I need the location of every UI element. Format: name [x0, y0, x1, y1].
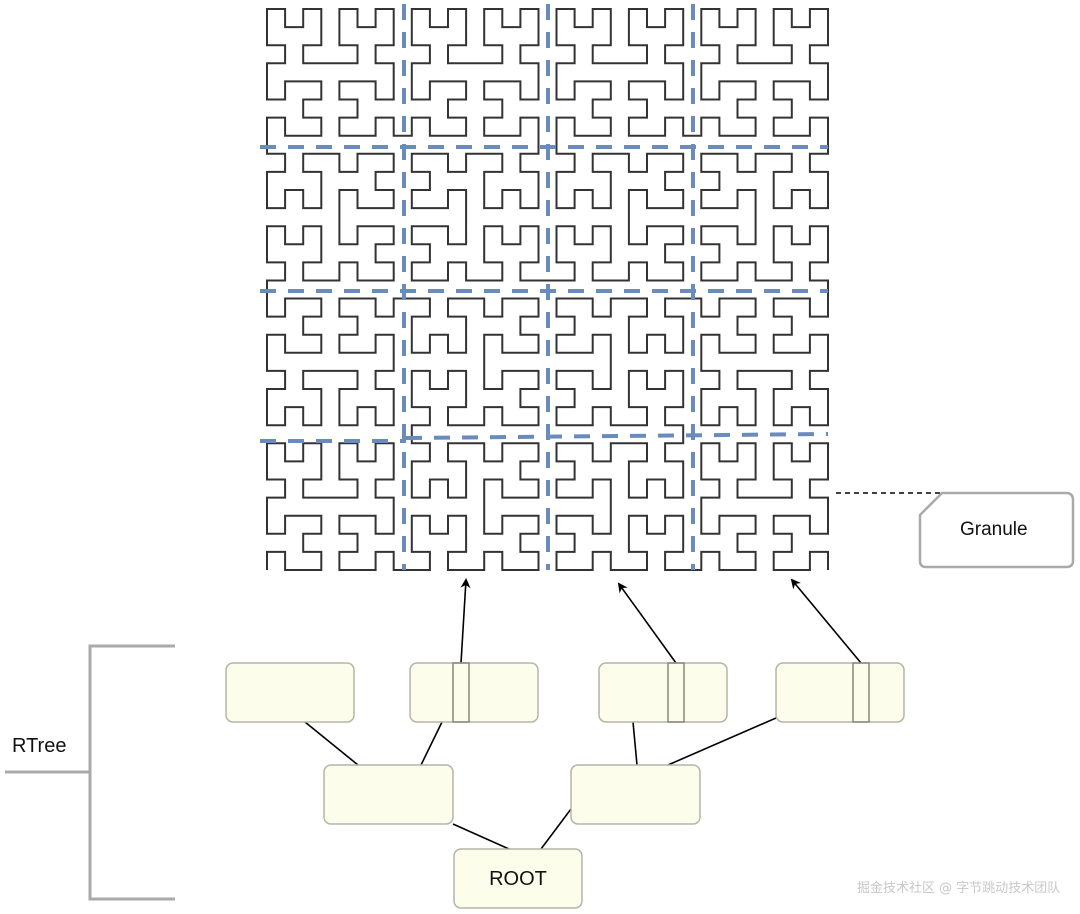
- granule-arrows: [460, 578, 862, 664]
- inner-node-1: [323, 764, 454, 825]
- rtree-label: RTree: [12, 735, 67, 757]
- root-label: ROOT: [489, 868, 547, 890]
- leaf-entry-4: [852, 662, 870, 723]
- leaf-node-2: [409, 662, 539, 723]
- root-node: [453, 848, 583, 909]
- leaf-entry-3: [667, 662, 685, 723]
- rtree-bracket: [5, 644, 175, 901]
- watermark: 掘金技术社区 @ 字节跳动技术团队: [857, 881, 1061, 896]
- leaf-entry-2: [452, 662, 470, 723]
- leaf-node-3: [598, 662, 728, 723]
- leaf-node-1: [225, 662, 355, 723]
- leaf-node-4: [775, 662, 905, 723]
- granule-label: Granule: [960, 519, 1028, 540]
- inner-node-2: [570, 764, 701, 825]
- hilbert-curve: [266, 8, 829, 571]
- granule-grid-lines: [260, 4, 829, 570]
- granule-callout: [918, 491, 1075, 569]
- tree-edges: [304, 717, 777, 850]
